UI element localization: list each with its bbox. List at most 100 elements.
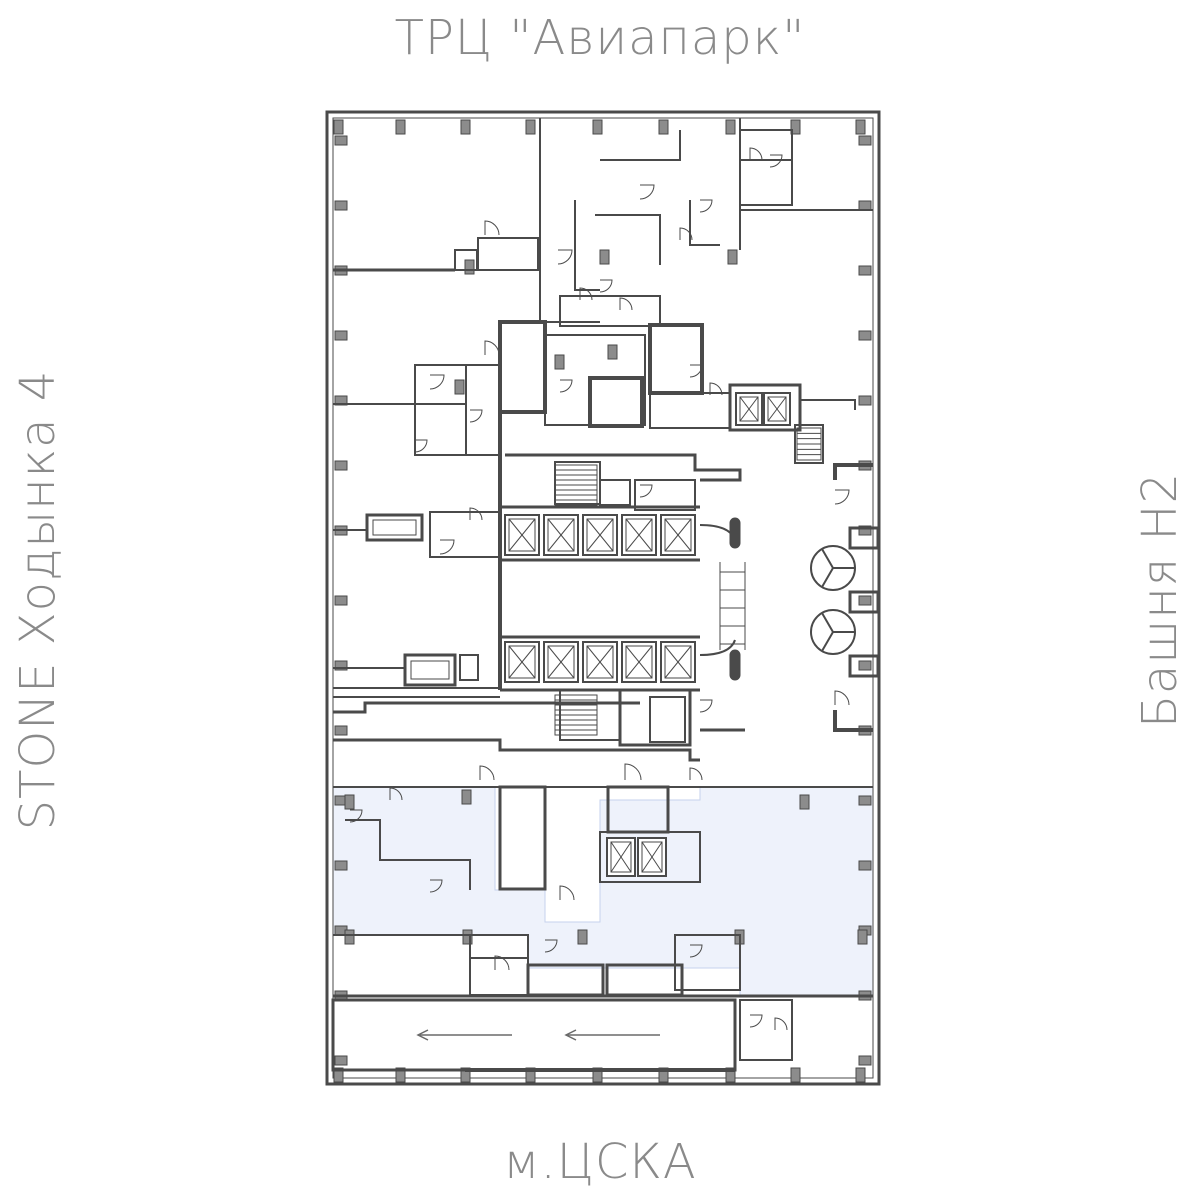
column	[333, 1067, 344, 1083]
elevator-car	[543, 641, 579, 683]
column	[858, 330, 872, 341]
column	[858, 395, 872, 406]
north-label: ТРЦ "Авиапарк"	[394, 10, 806, 66]
interior-walls	[331, 118, 880, 1072]
elevator-car	[660, 641, 696, 683]
door-swing	[469, 507, 483, 521]
elevator-car	[621, 641, 657, 683]
elevator-car	[543, 514, 579, 556]
column	[334, 330, 348, 341]
column	[857, 929, 868, 945]
column	[334, 725, 348, 736]
door-swing	[429, 879, 443, 893]
column	[858, 860, 872, 871]
south-label: м.ЦСКА	[503, 1134, 697, 1190]
door-swing	[834, 489, 850, 505]
column	[464, 259, 475, 275]
column	[725, 119, 736, 135]
door-swing	[414, 439, 428, 453]
door-swing	[559, 379, 573, 393]
column	[592, 119, 603, 135]
door-swing	[639, 484, 653, 498]
column	[577, 929, 588, 945]
column	[858, 265, 872, 276]
door-swing	[439, 539, 455, 555]
door-swing	[699, 199, 713, 213]
door-swing	[639, 184, 655, 200]
column	[858, 200, 872, 211]
column	[334, 1055, 348, 1066]
lobby-bench	[699, 517, 746, 681]
column	[395, 119, 406, 135]
door-swing	[834, 690, 850, 706]
column	[454, 379, 465, 395]
door-swing	[579, 287, 593, 301]
column	[858, 595, 872, 606]
door-swing	[557, 249, 573, 265]
elevator-car	[637, 837, 667, 877]
door-swing	[749, 147, 763, 161]
door-swing	[484, 220, 500, 236]
column	[855, 119, 866, 135]
elevator-car	[606, 837, 636, 877]
door-swings	[349, 147, 850, 1031]
elevator-car	[504, 641, 540, 683]
door-swing	[494, 955, 510, 971]
elevator-car	[504, 514, 540, 556]
column	[858, 795, 872, 806]
column	[334, 860, 348, 871]
elevator-car	[582, 514, 618, 556]
column	[334, 595, 348, 606]
elevator-car	[763, 392, 791, 426]
column	[334, 660, 348, 671]
column	[858, 525, 872, 536]
column	[344, 929, 355, 945]
column	[727, 249, 738, 265]
column	[525, 119, 536, 135]
column	[334, 200, 348, 211]
column	[461, 789, 472, 805]
elevator-car	[735, 392, 763, 426]
column	[658, 119, 669, 135]
column	[333, 119, 344, 135]
column	[344, 794, 355, 810]
revolving-doors	[810, 545, 856, 655]
column	[334, 135, 348, 146]
door-swing	[624, 763, 642, 781]
stairs	[554, 427, 822, 736]
column	[599, 249, 610, 265]
door-swing	[689, 944, 703, 958]
column	[395, 1067, 406, 1083]
column	[462, 929, 473, 945]
door-swing	[749, 1014, 763, 1028]
column	[799, 794, 810, 810]
door-swing	[559, 885, 575, 901]
door-swing	[709, 382, 723, 396]
column	[858, 660, 872, 671]
column	[855, 1067, 866, 1083]
elevator-car	[582, 641, 618, 683]
door-swing	[699, 699, 713, 713]
door-swing	[689, 767, 703, 781]
column	[790, 1067, 801, 1083]
door-swing	[484, 340, 500, 356]
door-swing	[544, 939, 558, 953]
column	[858, 135, 872, 146]
door-swing	[679, 227, 693, 241]
door-swing	[469, 409, 483, 423]
column	[334, 460, 348, 471]
door-swing	[429, 374, 445, 390]
door-swing	[769, 154, 783, 168]
door-swing	[389, 787, 403, 801]
elevator-car	[621, 514, 657, 556]
door-swing	[479, 765, 495, 781]
door-swing	[774, 1017, 788, 1031]
column	[790, 119, 801, 135]
elevator-banks	[504, 392, 791, 877]
door-swing	[599, 279, 613, 293]
column	[554, 354, 565, 370]
elevator-car	[660, 514, 696, 556]
door-swing	[349, 809, 363, 823]
column	[460, 119, 471, 135]
